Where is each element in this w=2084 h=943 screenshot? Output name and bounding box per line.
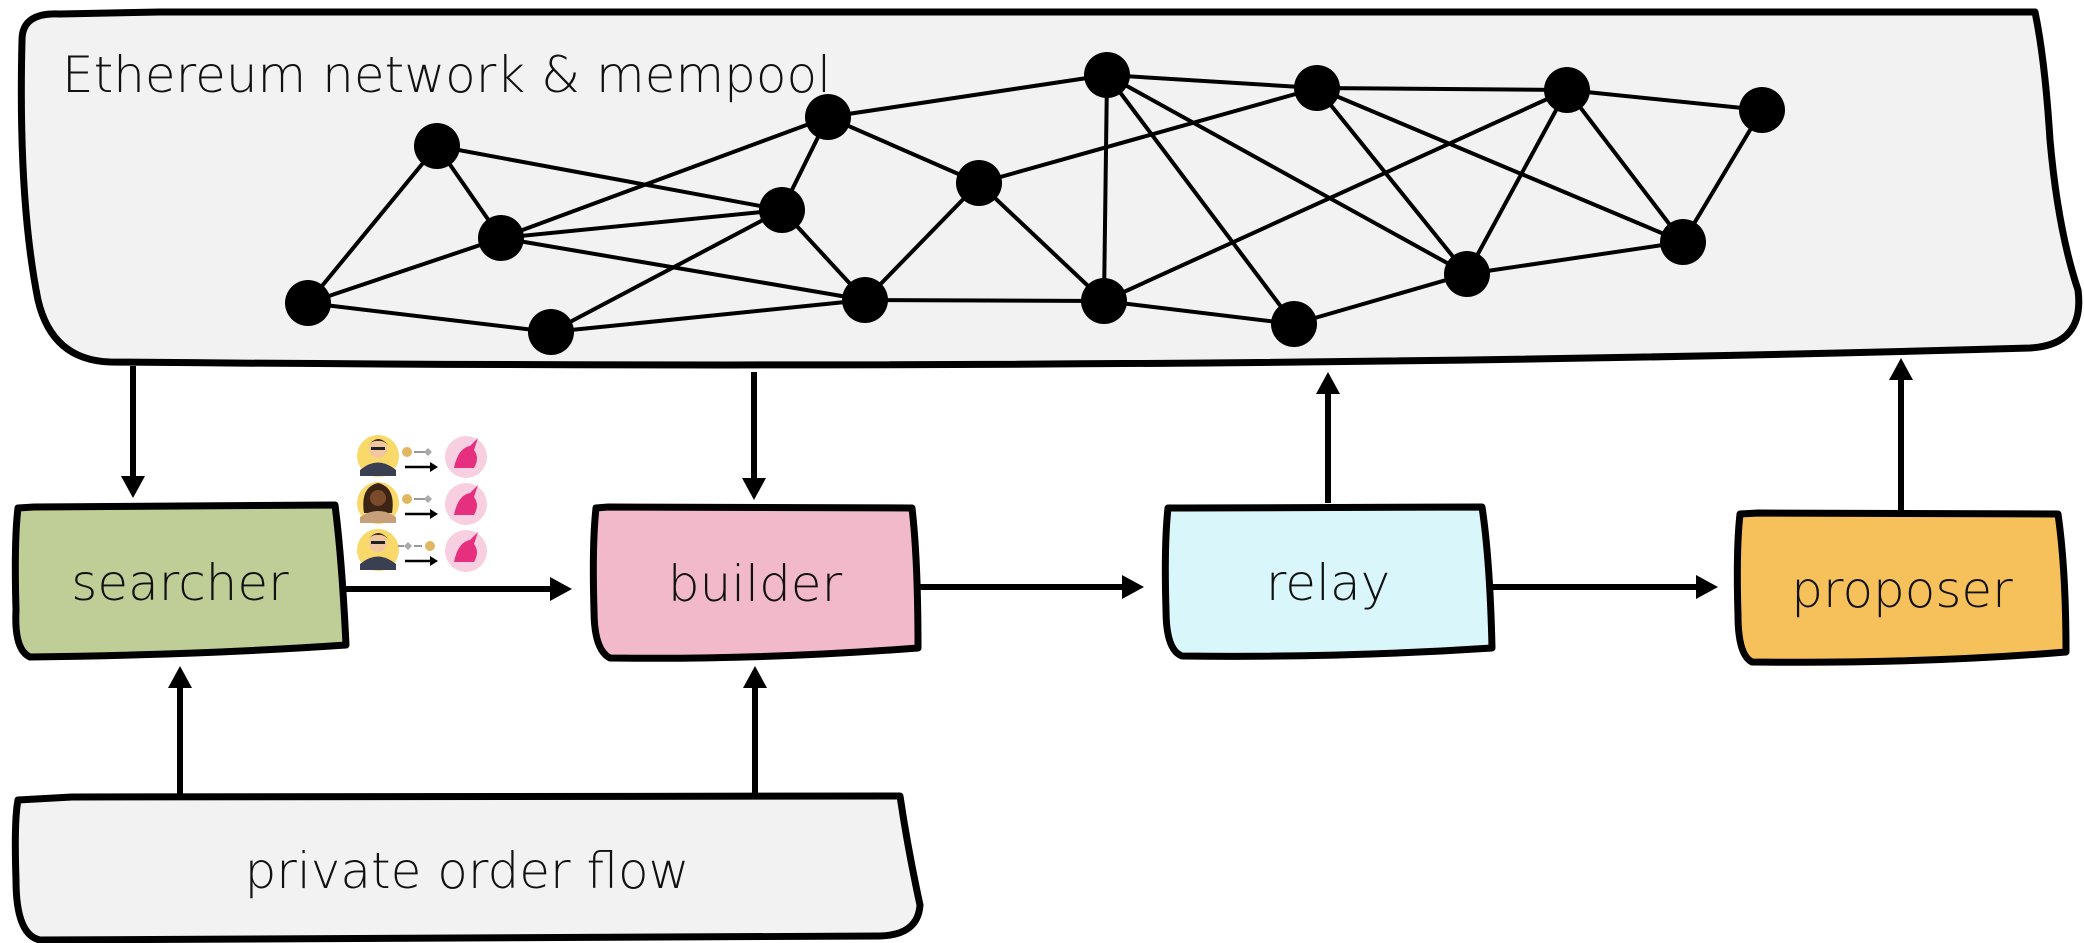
network-edge (1105, 73, 1319, 90)
arrow-relay-to-proposer (1492, 575, 1718, 599)
network-edge (306, 144, 439, 305)
network-node (759, 187, 805, 233)
private-order-flow-outline (11, 792, 924, 943)
network-node (1294, 65, 1340, 111)
network-edge (1565, 88, 1685, 244)
network-edge (863, 181, 981, 302)
network-node (842, 277, 888, 323)
searcher-box-outline (11, 501, 350, 661)
network-node (1271, 301, 1317, 347)
network-node (414, 123, 460, 169)
network-edge (549, 208, 784, 334)
network-edge (306, 236, 503, 305)
flow-arrows (121, 358, 1913, 797)
network-node (528, 309, 574, 355)
user-male-avatar-icon (357, 529, 399, 571)
network-edge (1105, 73, 1296, 326)
builder-box-outline (589, 503, 922, 662)
swap-coins-icon (398, 541, 435, 551)
network-edge (977, 86, 1319, 185)
arrow-searcher-to-builder (346, 577, 572, 601)
proposer-box: proposer (1733, 509, 2070, 666)
network-title: Ethereum network & mempool (62, 46, 831, 104)
arrow-builder-to-relay (918, 575, 1144, 599)
network-edge (1315, 86, 1685, 244)
network-graph (285, 52, 1785, 355)
network-node (1084, 52, 1130, 98)
user-female-avatar-icon (357, 482, 399, 524)
private-order-flow-label: private order flow (245, 842, 690, 900)
network-node (478, 215, 524, 261)
arrow-pof-to-builder (743, 666, 767, 797)
network-node (1739, 87, 1785, 133)
network-node (1544, 67, 1590, 113)
network-edge (1102, 88, 1569, 303)
network-edge (1292, 272, 1469, 326)
network-edge (499, 115, 830, 240)
network-node (1660, 219, 1706, 265)
bundle-row (357, 529, 487, 572)
arrow-right-icon (405, 462, 438, 472)
builder-box: builder (589, 503, 922, 662)
swap-coins-icon (402, 494, 432, 504)
proposer-box-outline (1733, 509, 2070, 666)
user-male-avatar-icon (357, 435, 399, 477)
network-edge (1681, 108, 1764, 244)
unicorn-dex-icon (445, 436, 487, 478)
network-edge (1465, 88, 1569, 276)
network-edge (435, 144, 784, 212)
relay-box: relay (1161, 503, 1496, 660)
network-edge (306, 301, 553, 334)
network-edge (499, 208, 784, 240)
arrow-pof-to-searcher (168, 666, 192, 797)
network-node (956, 160, 1002, 206)
network-edge (826, 115, 981, 185)
proposer-label: proposer (1791, 561, 2013, 619)
network-edge (1565, 88, 1764, 112)
bundle-row (357, 482, 487, 525)
searcher-box: searcher (11, 501, 350, 661)
network-node (805, 94, 851, 140)
network-edge (1315, 86, 1469, 276)
network-node (1081, 278, 1127, 324)
network-node (1444, 251, 1490, 297)
builder-label: builder (668, 555, 843, 613)
network-edge (1465, 240, 1685, 276)
arrow-network-to-searcher (121, 366, 145, 498)
bundle-icons (357, 435, 487, 572)
arrow-right-icon (405, 556, 438, 566)
searcher-label: searcher (71, 554, 289, 612)
bundle-row (357, 435, 487, 478)
network-panel: Ethereum network & mempool (17, 8, 2083, 369)
network-edge (826, 73, 1109, 119)
arrow-relay-to-network (1316, 372, 1340, 503)
network-edge (1102, 73, 1109, 303)
arrow-proposer-to-network (1889, 358, 1913, 510)
unicorn-dex-icon (445, 530, 487, 572)
arrow-network-to-builder (742, 372, 766, 500)
network-edge (499, 236, 867, 302)
network-edge (549, 298, 867, 334)
network-edge (1102, 299, 1296, 326)
private-order-flow-box: private order flow (11, 792, 924, 943)
unicorn-dex-icon (445, 483, 487, 525)
network-edge (1105, 73, 1469, 276)
relay-label: relay (1266, 554, 1390, 612)
network-edge (1315, 86, 1569, 92)
network-node (285, 280, 331, 326)
swap-coins-icon (402, 447, 432, 457)
network-edge (977, 181, 1106, 303)
relay-box-outline (1161, 503, 1496, 660)
arrow-right-icon (405, 509, 438, 519)
network-edge (863, 298, 1106, 303)
